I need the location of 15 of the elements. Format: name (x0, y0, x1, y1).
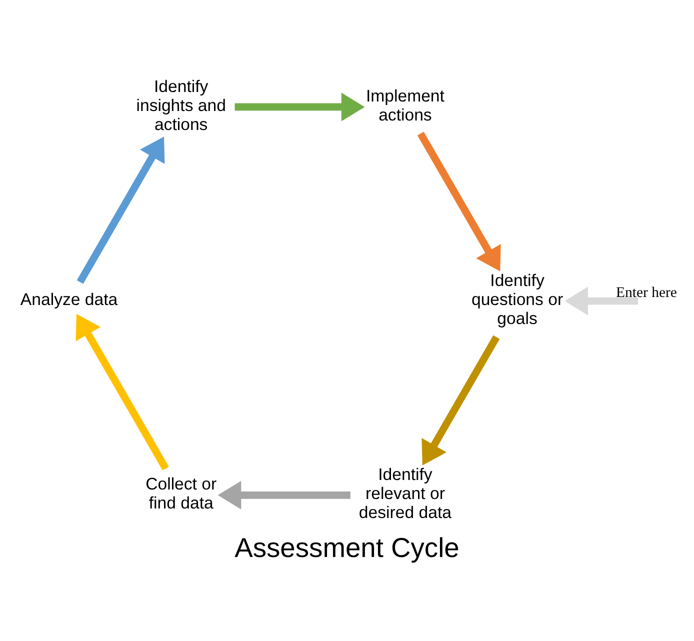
arrow (564, 286, 638, 316)
node-text: Identify questions or goals (471, 271, 564, 328)
diagram-title: Assessment Cycle (234, 532, 460, 563)
node-text: Identify relevant or desired data (358, 465, 452, 522)
arrow (76, 314, 169, 470)
arrow (422, 335, 500, 466)
node-text: Identify insights and actions (136, 77, 226, 134)
arrow (234, 92, 365, 122)
node-text: Implement actions (366, 86, 444, 124)
edge-label: Enter here (616, 285, 677, 302)
node-text: Collect or find data (146, 474, 217, 513)
node-text: Analyze data (20, 290, 118, 310)
arrow (417, 132, 501, 272)
arrow (76, 136, 165, 284)
arrow (218, 480, 350, 510)
